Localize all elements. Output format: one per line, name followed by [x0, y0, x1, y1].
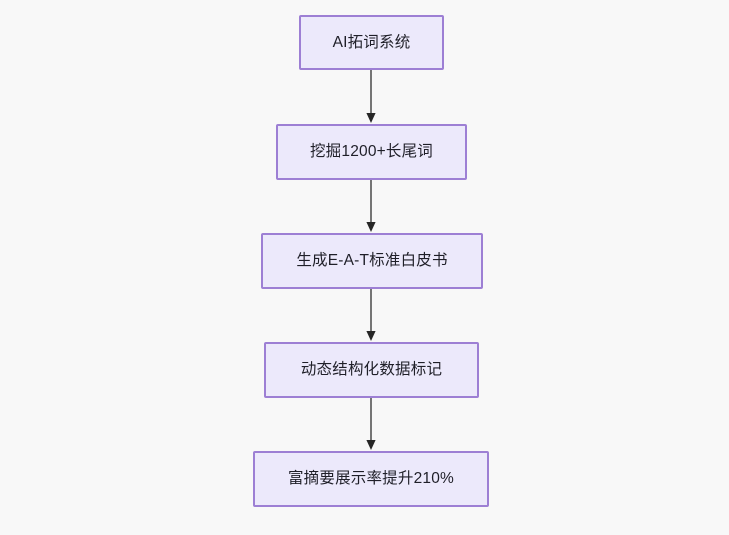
flowchart-node-rich-snippet-impression-uplift[interactable]: 富摘要展示率提升210% — [253, 451, 489, 507]
flowchart-node-ai-keyword-system[interactable]: AI拓词系统 — [299, 15, 444, 70]
flowchart-node-label: 动态结构化数据标记 — [300, 361, 443, 379]
flowchart-arrow-n3-to-n4 — [365, 289, 377, 342]
flowchart-arrow-n4-to-n5 — [365, 398, 377, 451]
flowchart-node-generate-eat-whitepaper[interactable]: 生成E-A-T标准白皮书 — [261, 233, 483, 289]
flowchart-node-label: 富摘要展示率提升210% — [287, 470, 455, 488]
flowchart-node-label: AI拓词系统 — [332, 33, 411, 51]
flowchart-node-dynamic-structured-data-markup[interactable]: 动态结构化数据标记 — [264, 342, 479, 398]
flowchart-arrow-n2-to-n3 — [365, 180, 377, 233]
flowchart-arrow-n1-to-n2 — [365, 70, 377, 124]
flowchart-node-label: 挖掘1200+长尾词 — [309, 143, 434, 161]
flowchart-node-label: 生成E-A-T标准白皮书 — [296, 252, 448, 270]
flowchart-node-mine-longtail-keywords[interactable]: 挖掘1200+长尾词 — [276, 124, 467, 180]
